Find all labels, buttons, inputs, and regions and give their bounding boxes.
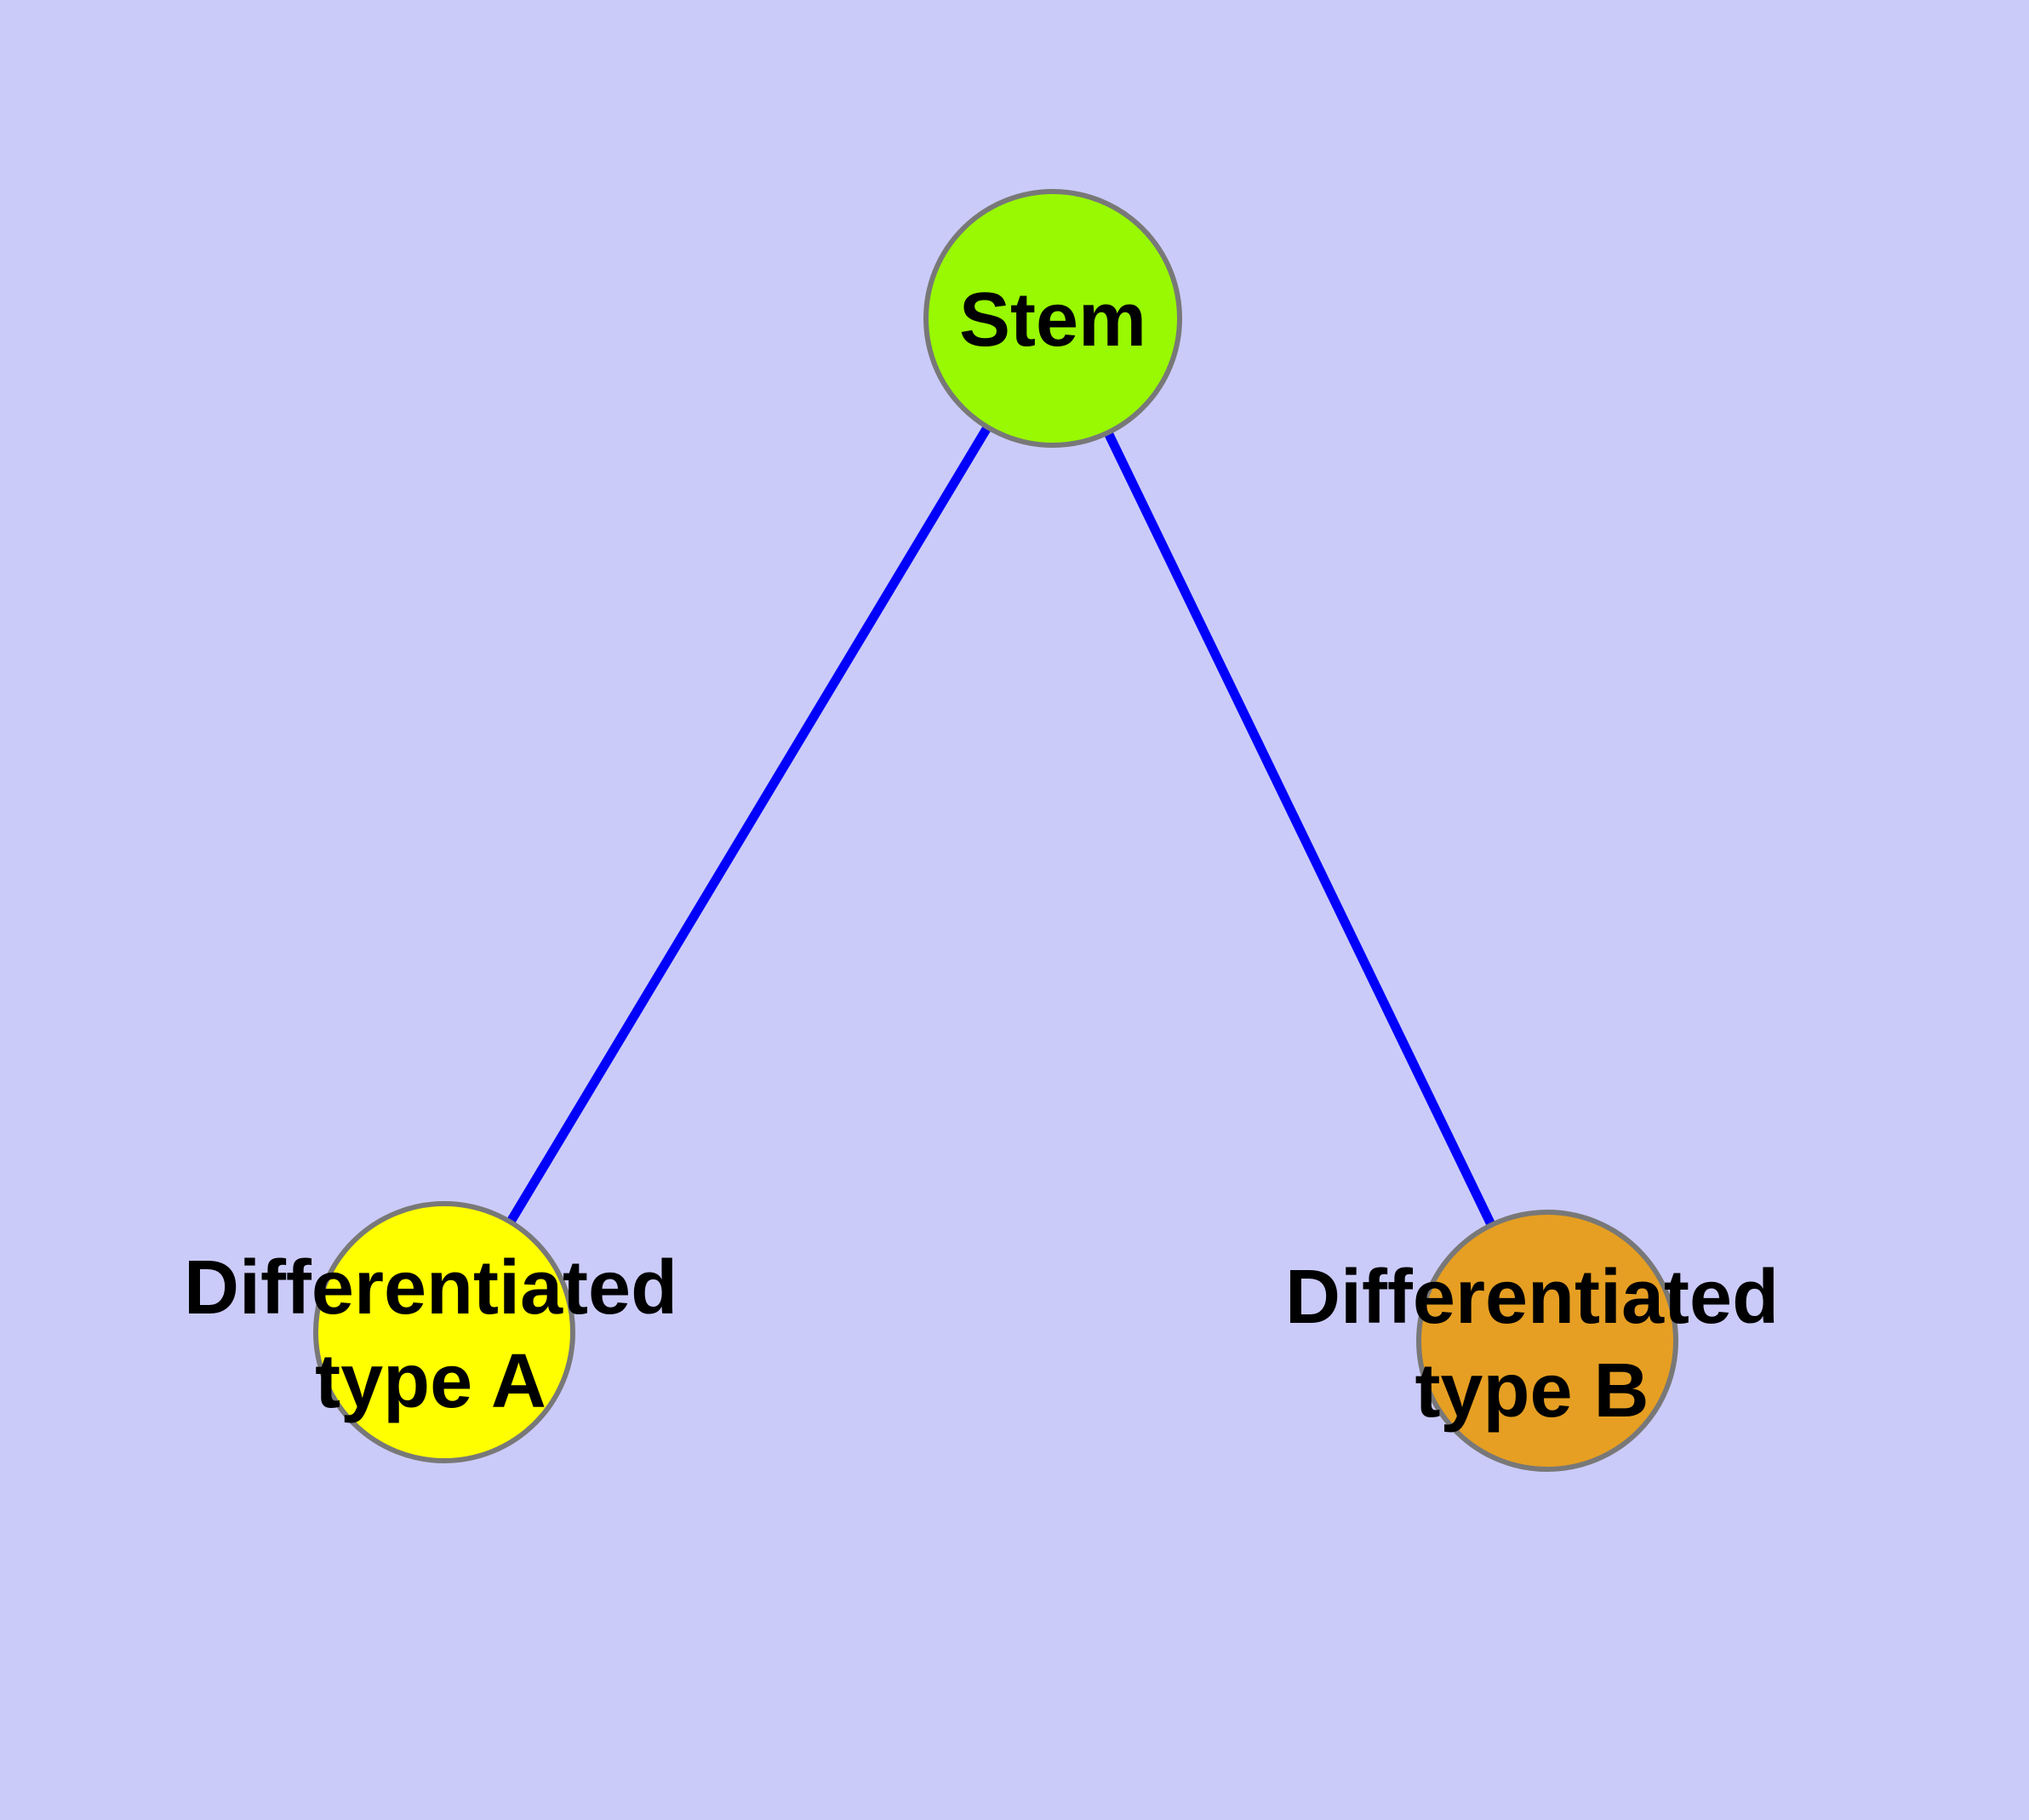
edge-stem-to-type-a (440, 316, 1057, 1335)
type-a-node[interactable] (313, 1201, 575, 1463)
stem-node[interactable] (923, 189, 1182, 448)
edge-stem-to-type-b (1049, 316, 1552, 1343)
type-b-node[interactable] (1416, 1210, 1678, 1472)
